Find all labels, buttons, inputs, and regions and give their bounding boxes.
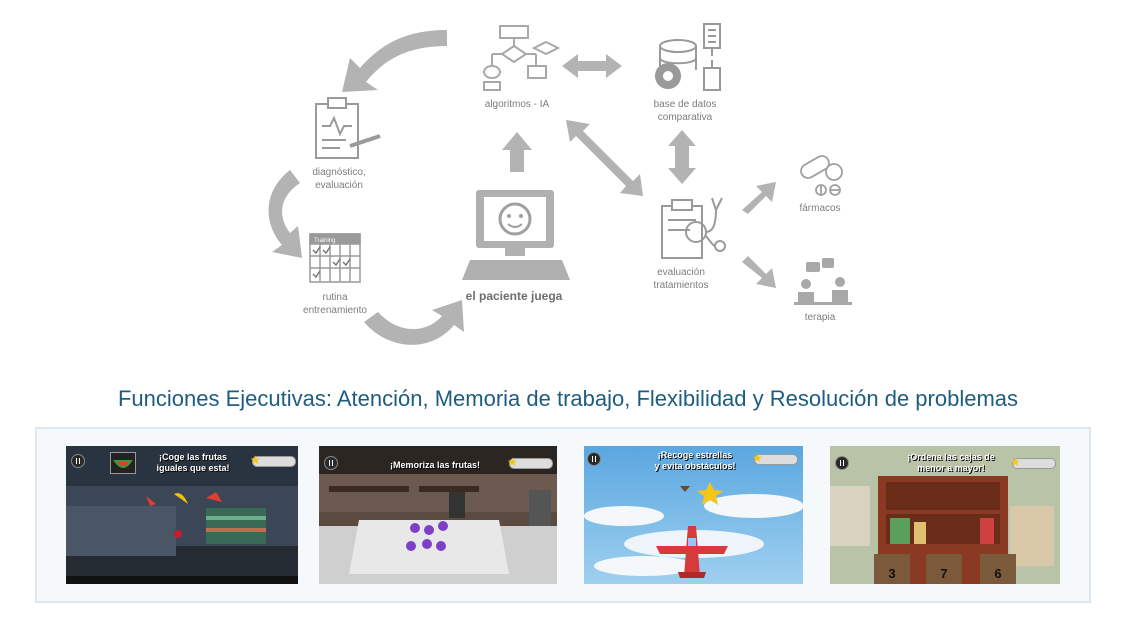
pause-button[interactable] [835, 456, 849, 470]
game-caption: ¡Memoriza las frutas! [389, 460, 481, 470]
game-caption: ¡Coge las frutas iguales que esta! [156, 452, 230, 473]
pause-button[interactable] [587, 452, 601, 466]
star-progress-bar [250, 453, 296, 467]
clipboard-icon [315, 97, 381, 159]
cycle-arrow-left [268, 170, 302, 258]
node-label-terapia: terapia [804, 312, 836, 323]
node-label-base-datos: base de datos comparativa [653, 99, 717, 123]
node-label-paciente: el paciente juega [465, 289, 563, 303]
pills-icon [800, 155, 843, 196]
cycle-arrow-top [342, 30, 447, 92]
pause-button[interactable] [71, 454, 85, 468]
game-scene-sky [584, 446, 803, 584]
arrow-eval-farmacos [742, 182, 776, 214]
box-number[interactable]: 3 [888, 566, 896, 581]
cycle-arrow-bottom [364, 300, 464, 345]
stethoscope-clipboard-icon [661, 197, 726, 259]
game-thumbnail-fruits[interactable]: ¡Coge las frutas iguales que esta! [66, 446, 298, 584]
game-scene-shop [319, 446, 557, 584]
game-scene-supermarket [66, 446, 298, 584]
arrow-eval-terapia [742, 256, 776, 288]
node-label-farmacos: fármacos [799, 203, 841, 214]
game-thumbnail-plane[interactable]: ¡Recoge estrellas y evita obstáculos! [584, 446, 803, 584]
star-progress-bar [1010, 455, 1056, 469]
computer-icon [462, 190, 570, 280]
flowchart-icon [483, 25, 561, 91]
node-label-algoritmos: algoritmos - IA [484, 99, 550, 110]
workflow-diagram: Training [268, 23, 852, 345]
pause-button[interactable] [324, 456, 338, 470]
game-thumbnail-boxes[interactable]: 3 7 6 ¡Ordena las cajas de menor a mayor… [830, 446, 1060, 584]
game-caption: ¡Ordena las cajas de menor a mayor! [907, 452, 995, 473]
node-label-diagnostico: diagnóstico, evaluación [312, 167, 366, 191]
star-progress-bar [752, 451, 798, 465]
arrow-algo-eval [566, 120, 643, 196]
calendar-icon [309, 233, 361, 283]
calendar-header: Training [314, 238, 335, 244]
game-caption: ¡Recoge estrellas y evita obstáculos! [654, 450, 736, 471]
arrow-db-eval [668, 130, 696, 184]
arrow-patient-algo [502, 132, 532, 172]
game-scene-shelf [830, 446, 1060, 584]
node-label-evaluacion: evaluación tratamientos [653, 267, 709, 291]
database-gear-icon [655, 23, 721, 91]
target-fruit-box [110, 452, 136, 474]
section-title: Funciones Ejecutivas: Atención, Memoria … [117, 386, 1019, 411]
watermelon-icon [113, 460, 133, 468]
node-label-rutina: rutina entrenamiento [303, 292, 367, 316]
box-number[interactable]: 7 [940, 566, 948, 581]
box-number[interactable]: 6 [994, 566, 1002, 581]
game-thumbnail-memorize[interactable]: ¡Memoriza las frutas! [319, 446, 557, 584]
star-progress-bar [507, 455, 553, 469]
arrow-algo-db [562, 54, 622, 78]
therapy-icon [794, 258, 852, 305]
